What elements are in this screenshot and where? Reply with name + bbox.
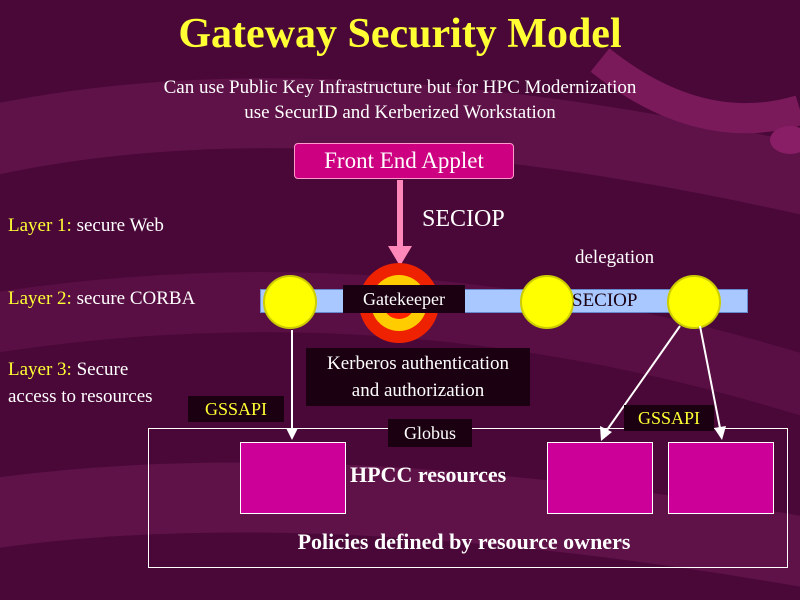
layer-3-label: Layer 3: Secure access to resources [8,356,153,410]
layer-1-name: Layer 1: [8,215,72,236]
layer-2-text: secure CORBA [76,288,196,309]
gssapi-right-label: GSSAPI [624,405,714,431]
corba-bar [260,289,748,313]
kerberos-line-1: Kerberos authentication [326,353,509,374]
gatekeeper-label: Gatekeeper [343,285,465,313]
globus-label: Globus [388,419,472,447]
subtitle: Can use Public Key Infrastructure but fo… [0,75,800,125]
hpcc-resources-label: HPCC resources [350,462,507,487]
layer-1-text: secure Web [76,215,164,236]
gssapi-left-label: GSSAPI [188,396,284,422]
layer-2-label: Layer 2: secure CORBA [8,288,195,310]
node-middle-icon [520,275,574,329]
page-title: Gateway Security Model [178,11,622,57]
seciop-top-label: SECIOP [422,206,505,232]
resource-box-3 [668,442,774,514]
subtitle-line-2: use SecurID and Kerberized Workstation [244,102,556,123]
layer-1-label: Layer 1: secure Web [8,215,164,237]
resource-box-1 [240,442,346,514]
kerberos-line-2: and authorization [351,380,485,401]
seciop-arrow [388,180,412,266]
front-end-applet-box: Front End Applet [294,143,514,179]
layer-3-text: Secure [76,359,129,380]
policies-label: Policies defined by resource owners [297,529,631,554]
layer-3-name: Layer 3: [8,359,72,380]
seciop-bar-label: SECIOP [572,290,638,311]
resource-box-2 [547,442,653,514]
node-right-icon [667,275,721,329]
subtitle-line-1: Can use Public Key Infrastructure but fo… [163,77,637,98]
kerberos-label: Kerberos authentication and authorizatio… [306,348,530,406]
delegation-label: delegation [575,247,655,268]
layer-2-name: Layer 2: [8,288,72,309]
node-left-icon [263,275,317,329]
layer-3-text-2: access to resources [8,386,153,407]
